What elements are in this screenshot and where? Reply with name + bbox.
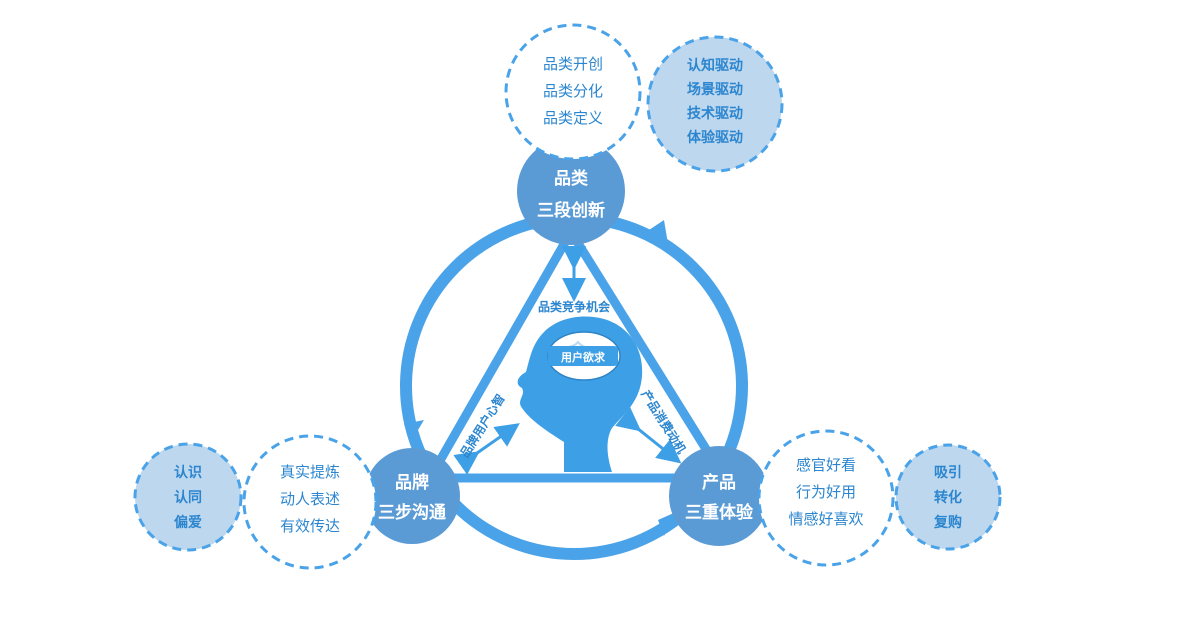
node-category: 品类 三段创新 xyxy=(517,137,625,245)
bubble-item: 认知驱动 xyxy=(687,57,743,74)
bubble-item: 感官好看 xyxy=(796,456,856,474)
brain-label-bg xyxy=(548,346,618,366)
brain-label: 用户欲求 xyxy=(561,350,606,364)
center-triangle xyxy=(425,227,729,483)
ring-arrow-right xyxy=(646,220,668,244)
left-double-arrow xyxy=(453,423,520,475)
ring-arrow-left xyxy=(404,420,424,440)
bubble-category-inner: 品类开创 品类分化 品类定义 xyxy=(504,23,642,161)
node-category-subtitle: 三段创新 xyxy=(537,200,605,221)
bubble-item: 品类分化 xyxy=(543,82,603,100)
bubble-brand-inner: 真实提炼 动人表述 有效传达 xyxy=(242,434,378,570)
bubble-item: 品类定义 xyxy=(543,109,603,127)
node-product-subtitle: 三重体验 xyxy=(685,502,754,523)
bubble-item: 行为好用 xyxy=(796,483,856,501)
bubble-item: 复购 xyxy=(933,514,962,531)
bubble-item: 动人表述 xyxy=(280,490,340,508)
bubble-brand-outer: 认识 认同 偏爱 xyxy=(133,442,243,552)
node-product-title: 产品 xyxy=(702,472,736,493)
node-category-title: 品类 xyxy=(554,168,589,189)
bubble-item: 认同 xyxy=(174,489,202,506)
right-edge-label: 产品消费动机 xyxy=(638,387,689,456)
bubble-item: 体验驱动 xyxy=(687,129,743,146)
node-brand: 品牌 三步沟通 xyxy=(364,448,460,544)
bubble-item: 场景驱动 xyxy=(687,81,743,98)
ring-arrow-bottom xyxy=(658,512,676,536)
bubble-item: 吸引 xyxy=(934,465,962,481)
bubble-item: 偏爱 xyxy=(174,514,202,531)
node-brand-subtitle: 三步沟通 xyxy=(378,502,446,523)
bubble-item: 认识 xyxy=(174,464,202,481)
node-brand-title: 品牌 xyxy=(395,472,429,493)
bubble-item: 真实提炼 xyxy=(280,463,340,481)
bubble-product-inner: 感官好看 行为好用 情感好喜欢 xyxy=(757,429,895,567)
bubble-category-outer: 认知驱动 场景驱动 技术驱动 体验驱动 xyxy=(646,35,784,173)
top-edge-label: 品类竞争机会 xyxy=(538,299,611,314)
bubble-item: 转化 xyxy=(934,489,962,506)
bubble-product-outer: 吸引 转化 复购 xyxy=(894,443,1002,551)
bubble-item: 技术驱动 xyxy=(687,105,743,122)
bubble-item: 情感好喜欢 xyxy=(788,510,863,528)
right-double-arrow xyxy=(615,407,682,464)
node-product: 产品 三重体验 xyxy=(669,446,769,546)
bubble-item: 品类开创 xyxy=(543,55,603,73)
head-silhouette xyxy=(517,316,643,472)
bubble-item: 有效传达 xyxy=(280,517,340,535)
